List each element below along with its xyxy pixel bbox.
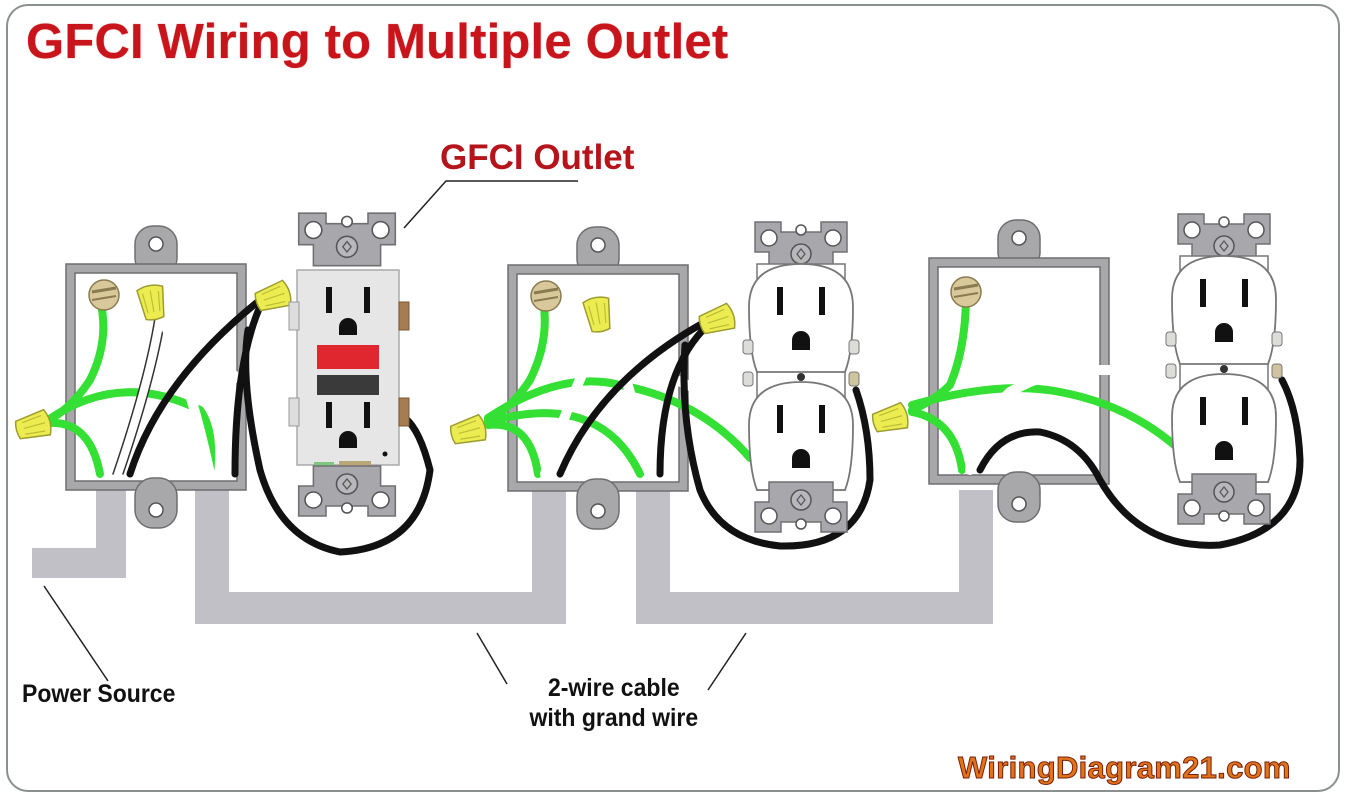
page-title: GFCI Wiring to Multiple Outlet: [26, 15, 729, 69]
leader-lines: [43, 180, 747, 691]
watermark: WiringDiagram21.com: [958, 750, 1291, 785]
cable-label: 2-wire cable with grand wire: [508, 673, 720, 733]
duplex-outlet-1: [743, 222, 859, 532]
gfci-outlet-label: GFCI Outlet: [440, 138, 635, 177]
cable-label-line1: 2-wire cable: [547, 674, 680, 702]
gfci-outlet: [288, 212, 410, 517]
box-3-wires: [908, 296, 1304, 549]
power-source-label: Power Source: [22, 680, 176, 708]
cables: [32, 490, 993, 624]
box-1-wires: [44, 296, 434, 556]
duplex-outlet-2: [1166, 214, 1282, 524]
cable-label-line2: with grand wire: [529, 704, 699, 732]
box-2-wires: [484, 296, 874, 550]
